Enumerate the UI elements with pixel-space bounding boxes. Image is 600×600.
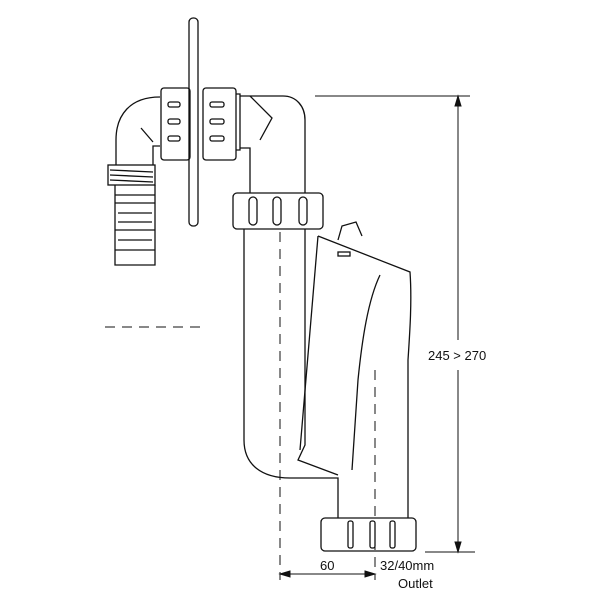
left-elbow-hose-tail — [107, 96, 161, 266]
wall-plate — [188, 17, 199, 227]
offset-dimension — [278, 570, 377, 578]
height-dimension — [315, 94, 475, 554]
upper-nut — [232, 192, 324, 230]
outlet-size-label: 32/40mm — [380, 558, 435, 573]
left-nut — [160, 87, 191, 161]
centerlines — [105, 232, 376, 580]
trap-body — [243, 221, 412, 518]
height-range-label: 245 > 270 — [428, 346, 487, 365]
offset-label: 60 — [320, 558, 335, 573]
right-elbow — [240, 95, 306, 193]
right-nut — [202, 87, 241, 161]
outlet-nut — [320, 517, 417, 552]
outlet-label: Outlet — [398, 576, 433, 591]
